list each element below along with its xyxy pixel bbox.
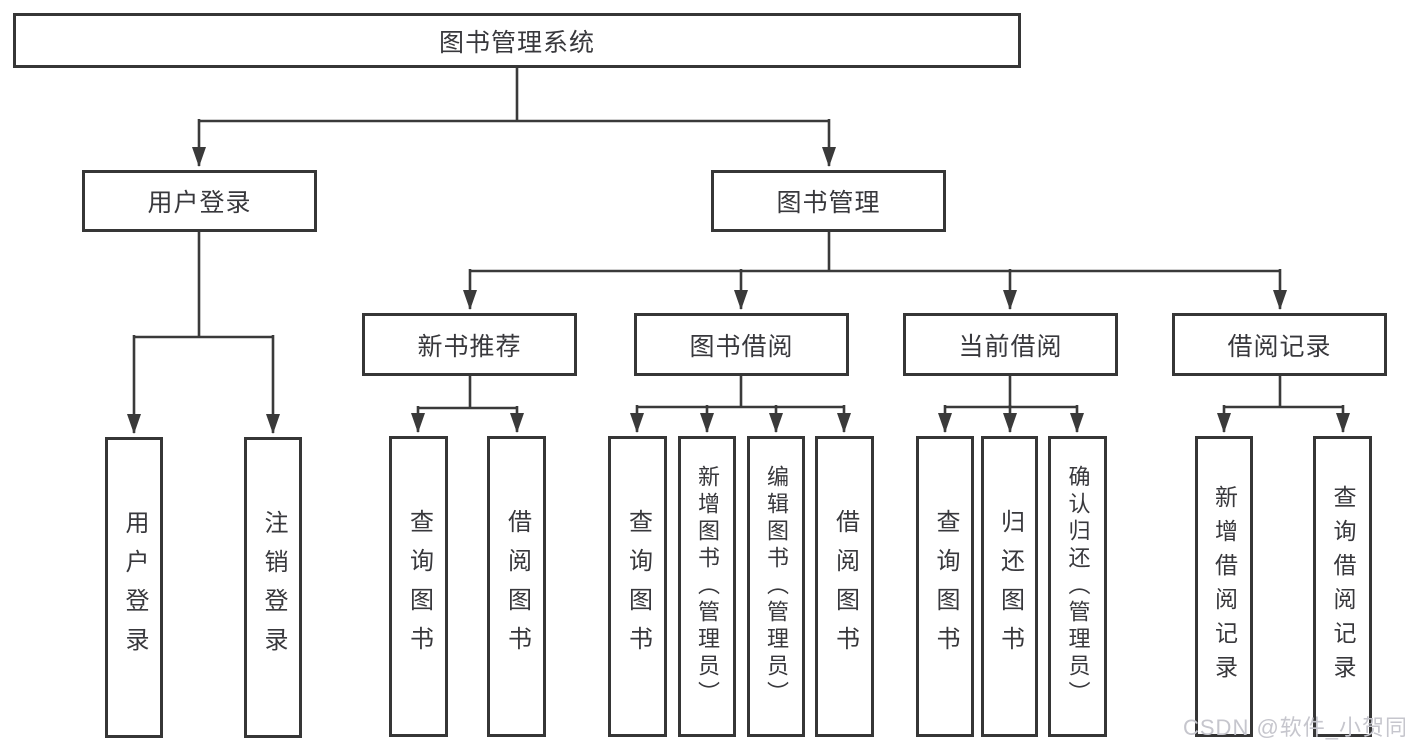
leaf-return-books: 归还图书 <box>981 436 1038 737</box>
leaf-add-books-admin: 新增图书（管理员） <box>678 436 736 737</box>
leaf-newbooks-query-books: 查询图书 <box>389 436 448 737</box>
connector-newbooks-bus <box>418 376 517 410</box>
connector-user-bus <box>134 232 273 339</box>
leaf-user-login: 用户登录 <box>105 437 163 738</box>
node-borrowing-records-label: 借阅记录 <box>1227 332 1332 361</box>
leaf-newbooks-query-books-label: 查询图书 <box>405 508 433 665</box>
leaf-newbooks-borrow-books-label: 借阅图书 <box>503 508 531 665</box>
leaf-query-borrow-records: 查询借阅记录 <box>1313 436 1372 737</box>
leaf-borrow-query-books: 查询图书 <box>608 436 667 737</box>
leaf-return-books-label: 归还图书 <box>996 508 1024 665</box>
node-new-book-recommend: 新书推荐 <box>362 313 577 376</box>
node-system-root-label: 图书管理系统 <box>438 28 595 57</box>
leaf-borrow-borrow-books-label: 借阅图书 <box>831 508 859 665</box>
connector-mgmt-bus <box>470 232 1280 273</box>
leaf-confirm-return-admin: 确认归还（管理员） <box>1048 436 1107 737</box>
connector-current-bus <box>945 376 1077 409</box>
leaf-add-books-admin-label: 新增图书（管理员） <box>695 465 720 708</box>
leaf-borrow-borrow-books: 借阅图书 <box>815 436 874 737</box>
connector-root-bus <box>199 68 829 123</box>
leaf-add-borrow-record-label: 新增借阅记录 <box>1211 484 1238 689</box>
leaf-user-login-label: 用户登录 <box>121 509 148 666</box>
connector-borrow-bus <box>637 376 844 409</box>
node-book-management: 图书管理 <box>711 170 946 232</box>
node-system-root: 图书管理系统 <box>13 13 1021 68</box>
node-current-borrowing: 当前借阅 <box>903 313 1118 376</box>
csdn-watermark: CSDN @软件_小贺同学 <box>1183 715 1405 740</box>
node-borrowing-records: 借阅记录 <box>1172 313 1387 376</box>
leaf-borrow-query-books-label: 查询图书 <box>624 508 652 665</box>
node-book-borrowing: 图书借阅 <box>634 313 849 376</box>
leaf-logout-label: 注销登录 <box>260 509 287 666</box>
leaf-current-query-books-label: 查询图书 <box>932 508 959 665</box>
leaf-newbooks-borrow-books: 借阅图书 <box>487 436 546 737</box>
leaf-confirm-return-admin-label: 确认归还（管理员） <box>1065 465 1091 708</box>
leaf-query-borrow-records-label: 查询借阅记录 <box>1330 484 1356 689</box>
leaf-logout: 注销登录 <box>244 437 302 738</box>
node-book-borrowing-label: 图书借阅 <box>689 332 794 361</box>
node-new-book-recommend-label: 新书推荐 <box>417 332 522 361</box>
node-current-borrowing-label: 当前借阅 <box>958 332 1063 361</box>
node-book-management-label: 图书管理 <box>776 189 881 217</box>
node-user-login-label: 用户登录 <box>147 189 252 217</box>
leaf-current-query-books: 查询图书 <box>916 436 974 737</box>
leaf-edit-books-admin: 编辑图书（管理员） <box>747 436 805 737</box>
connector-records-bus <box>1224 376 1343 409</box>
leaf-edit-books-admin-label: 编辑图书（管理员） <box>764 465 789 708</box>
node-user-login: 用户登录 <box>82 170 317 232</box>
leaf-add-borrow-record: 新增借阅记录 <box>1195 436 1253 737</box>
